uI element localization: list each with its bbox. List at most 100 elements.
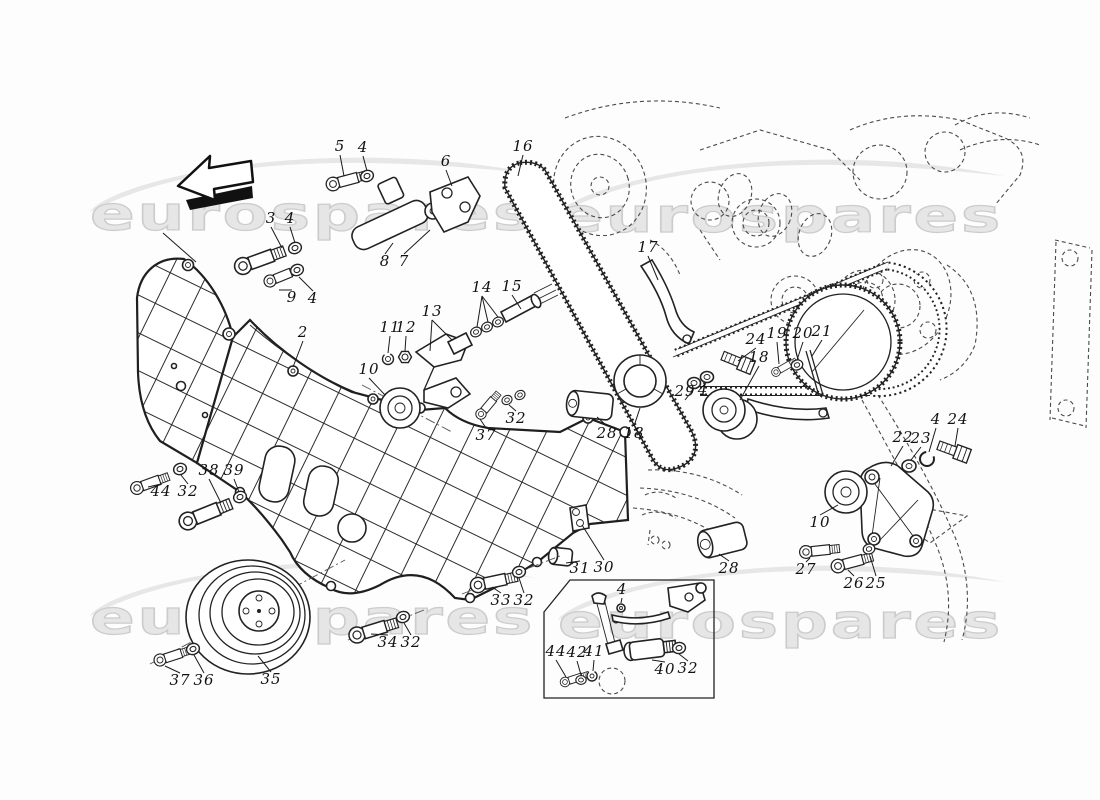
part-callout-label: 12 bbox=[395, 318, 416, 336]
tensioner-pulley-10-right bbox=[824, 470, 868, 514]
callout-leader-line bbox=[164, 665, 181, 674]
part-callout-label: 32 bbox=[513, 591, 534, 609]
callout-leader-line bbox=[869, 555, 877, 577]
part-callout-label: 33 bbox=[490, 591, 511, 609]
part-callout-label: 28 bbox=[595, 424, 617, 442]
watermark-text: eurospares bbox=[558, 189, 1003, 244]
snap-ring-4 bbox=[919, 451, 935, 467]
callout-leader-line bbox=[565, 560, 581, 564]
tensioner-roller-18-right bbox=[702, 388, 758, 440]
bolt-37-middle bbox=[473, 389, 504, 422]
crankshaft-belt-ring bbox=[783, 282, 903, 402]
callout-leader-line bbox=[647, 255, 659, 281]
cover-corner-bracket bbox=[569, 504, 590, 532]
part-callout-label: 24 bbox=[946, 410, 968, 428]
bracket-6 bbox=[429, 176, 481, 234]
callout-leader-line bbox=[819, 504, 839, 516]
callout-leader-line bbox=[298, 276, 314, 292]
callout-leader-line bbox=[651, 659, 666, 663]
callout-leader-line bbox=[403, 229, 431, 255]
tensioner-bracket-22 bbox=[824, 461, 935, 558]
bolt-37-bottom bbox=[151, 643, 193, 669]
callout-leader-line bbox=[257, 655, 272, 673]
part-callout-label: 44 bbox=[544, 642, 566, 660]
callout-leader-line bbox=[811, 339, 823, 357]
tensioner-bracket-13 bbox=[361, 331, 474, 433]
callout-leader-line bbox=[805, 557, 811, 563]
callout-leader-line bbox=[403, 622, 412, 636]
part-callout-label: 11 bbox=[379, 318, 400, 336]
callout-leader-line bbox=[404, 335, 407, 352]
belt-guide-plate bbox=[639, 258, 696, 346]
part-callout-label: 2 bbox=[297, 323, 309, 341]
callout-leader-line bbox=[890, 445, 904, 467]
callout-leader-line bbox=[491, 586, 502, 594]
part-callout-label: 10 bbox=[809, 513, 830, 531]
part-callout-label: 3 bbox=[266, 209, 277, 227]
watermark-unit: eurospares bbox=[557, 159, 1004, 245]
part-callout-label: 36 bbox=[193, 671, 214, 689]
part-callout-label: 39 bbox=[223, 461, 244, 479]
spacer-31 bbox=[547, 546, 574, 567]
part-callout-label: 34 bbox=[377, 633, 398, 651]
part-callout-label: 23 bbox=[909, 429, 931, 447]
part-callout-label: 14 bbox=[471, 278, 492, 296]
nut-12 bbox=[397, 350, 413, 364]
washer-32b bbox=[171, 460, 189, 478]
washer-42 bbox=[575, 675, 587, 685]
callout-leader-line bbox=[511, 294, 522, 310]
part-callout-label: 21 bbox=[810, 322, 832, 340]
part-callout-label: 37 bbox=[475, 426, 496, 444]
part-callout-label: 4 bbox=[307, 289, 319, 307]
part-callout-label: 20 bbox=[791, 324, 813, 342]
watermark-text: eurospares bbox=[90, 591, 535, 646]
part-callout-label: 32 bbox=[177, 482, 198, 500]
callout-leader-line bbox=[596, 416, 608, 427]
spacer-28-right bbox=[696, 521, 748, 559]
washers-32-middle bbox=[499, 388, 528, 407]
callout-leader-line bbox=[368, 377, 386, 396]
part-callout-label: 17 bbox=[637, 238, 658, 256]
part-callout-label: 27 bbox=[794, 560, 816, 578]
part-callout-label: 29 bbox=[673, 382, 695, 400]
part-callout-label: 31 bbox=[569, 559, 590, 577]
callout-leader-line bbox=[479, 418, 487, 429]
part-callout-label: 4 bbox=[616, 580, 628, 598]
part-callout-label: 32 bbox=[677, 659, 698, 677]
part-callout-label: 8 bbox=[380, 252, 391, 270]
bolt-3 bbox=[231, 242, 289, 278]
tensioner-pulley-18-left bbox=[613, 354, 667, 408]
part-callout-label: 7 bbox=[399, 252, 410, 270]
callout-leader-line bbox=[796, 341, 804, 361]
callout-leader-line bbox=[592, 659, 595, 672]
part-callout-label: 19 bbox=[766, 324, 787, 342]
bolt-38 bbox=[175, 494, 235, 534]
part-callout-label: 18 bbox=[623, 424, 644, 442]
callout-leader-line bbox=[555, 659, 567, 678]
part-callout-label: 30 bbox=[593, 558, 614, 576]
inset-detail-box bbox=[543, 579, 715, 699]
part-callout-label: 41 bbox=[582, 642, 604, 660]
part-callout-label: 16 bbox=[512, 137, 533, 155]
part-callout-label: 38 bbox=[198, 461, 219, 479]
part-callout-label: 9 bbox=[287, 288, 298, 306]
callout-leader-line bbox=[518, 577, 525, 594]
callout-leader-line bbox=[339, 154, 345, 177]
callout-leader-line bbox=[289, 226, 296, 244]
part-callout-label: 18 bbox=[748, 348, 769, 366]
part-callout-label: 15 bbox=[501, 277, 522, 295]
washer-29-and-4 bbox=[686, 370, 715, 390]
callout-leader-line bbox=[954, 427, 959, 447]
watermark-unit: eurospares bbox=[89, 561, 536, 647]
callout-leader-line bbox=[429, 319, 433, 352]
callout-leader-line bbox=[445, 169, 453, 187]
stud-15 bbox=[499, 283, 559, 324]
callout-leader-line bbox=[776, 341, 780, 365]
callout-leader-line bbox=[508, 404, 517, 412]
part-callout-label: 32 bbox=[400, 633, 421, 651]
part-callout-label: 44 bbox=[149, 482, 171, 500]
bolt-34 bbox=[346, 609, 425, 646]
washer-11 bbox=[381, 352, 395, 366]
